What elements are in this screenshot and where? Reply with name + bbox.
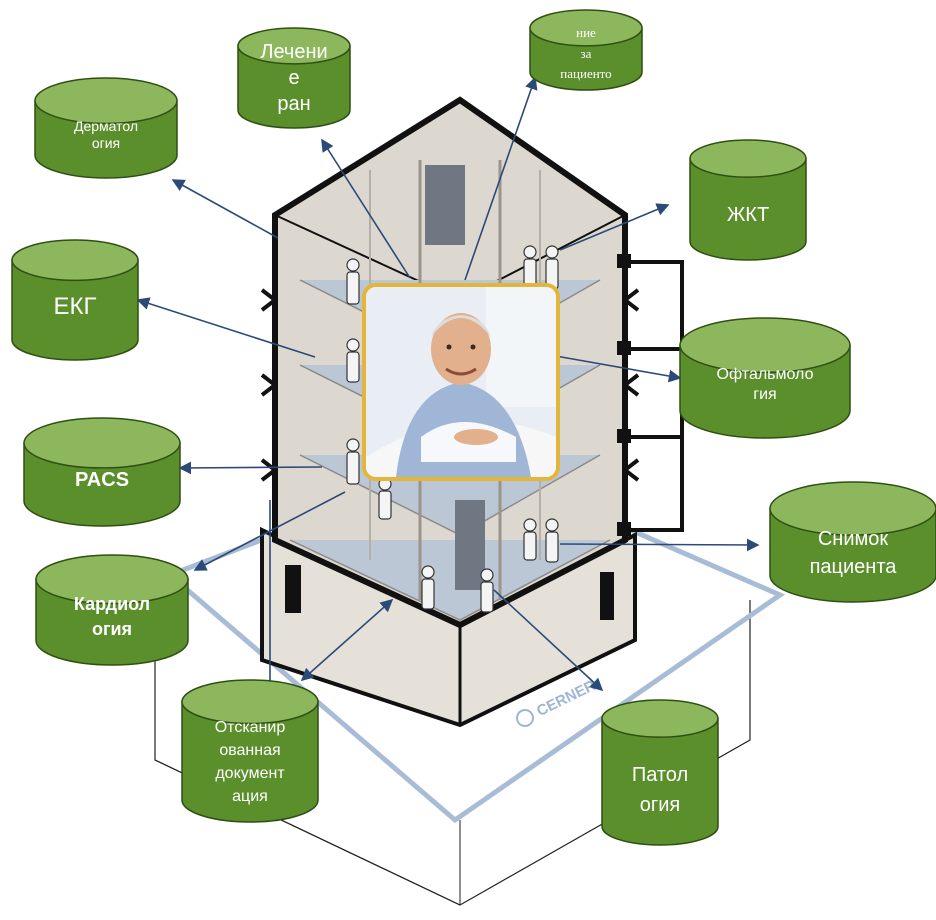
cylinder-ophthalmology bbox=[679, 317, 851, 439]
cylinder-patient-data bbox=[529, 9, 643, 91]
cylinder-wound-care bbox=[237, 27, 351, 129]
cylinder-cardiology bbox=[35, 554, 189, 666]
cylinder-layer bbox=[11, 9, 936, 846]
cylinder-ecg bbox=[11, 239, 139, 361]
cylinder-pacs bbox=[23, 417, 181, 527]
cylinder-dermatology bbox=[34, 77, 178, 179]
staff-figures bbox=[346, 245, 559, 613]
cylinder-gi bbox=[689, 139, 807, 261]
patient-illustration bbox=[366, 287, 556, 477]
connector-arrows bbox=[136, 76, 760, 700]
patient-photo bbox=[362, 283, 560, 481]
cylinder-patient-photo bbox=[769, 481, 936, 603]
cylinder-pathology bbox=[601, 699, 719, 846]
cylinder-scanned-docs bbox=[181, 679, 319, 823]
